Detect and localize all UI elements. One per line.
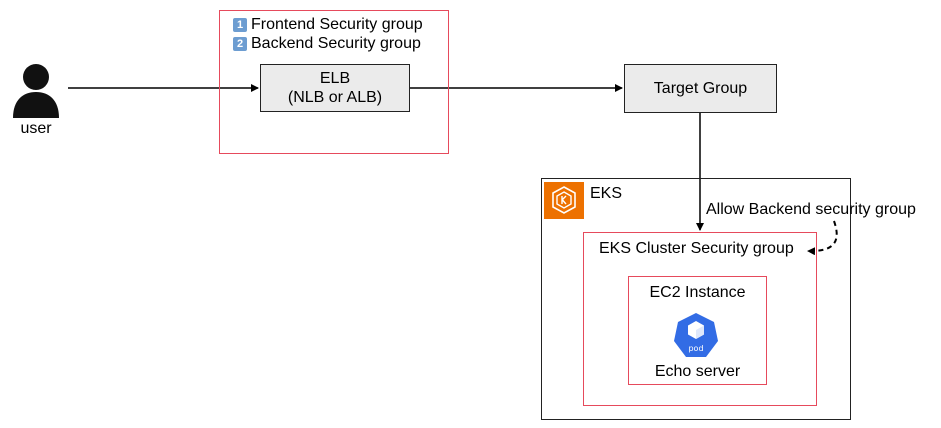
security-group-label: Frontend Security group [251,16,423,33]
target-group-label: Target Group [653,80,748,97]
elb-security-group-box [219,10,449,154]
user-icon [11,63,61,118]
eks-label: EKS [590,185,623,202]
eks-logo-icon [544,182,584,219]
security-group-label: Backend Security group [251,35,421,52]
arrow-allow-backend-sg [807,220,838,256]
security-group-item-frontend: 1 Frontend Security group [233,15,423,34]
eks-container [541,178,851,420]
eks-cluster-security-group-box [583,232,817,406]
echo-server-label: Echo server [654,363,741,380]
ec2-instance-label: EC2 Instance [649,284,746,301]
pod-icon-text: pod [688,344,703,353]
ec2-instance-box [628,276,767,385]
elb-node: ELB (NLB or ALB) [260,64,410,112]
security-group-list: 1 Frontend Security group 2 Backend Secu… [233,15,423,53]
user-label: user [20,120,52,137]
eks-cluster-security-group-label: EKS Cluster Security group [599,240,794,257]
elb-title: ELB [319,70,351,87]
number-badge: 1 [233,17,247,32]
kubernetes-pod-icon: pod [671,311,721,361]
security-group-item-backend: 2 Backend Security group [233,34,423,53]
allow-backend-sg-note: Allow Backend security group [706,201,916,218]
number-badge: 2 [233,36,247,51]
elb-subtitle: (NLB or ALB) [287,89,383,106]
target-group-node: Target Group [624,64,777,113]
